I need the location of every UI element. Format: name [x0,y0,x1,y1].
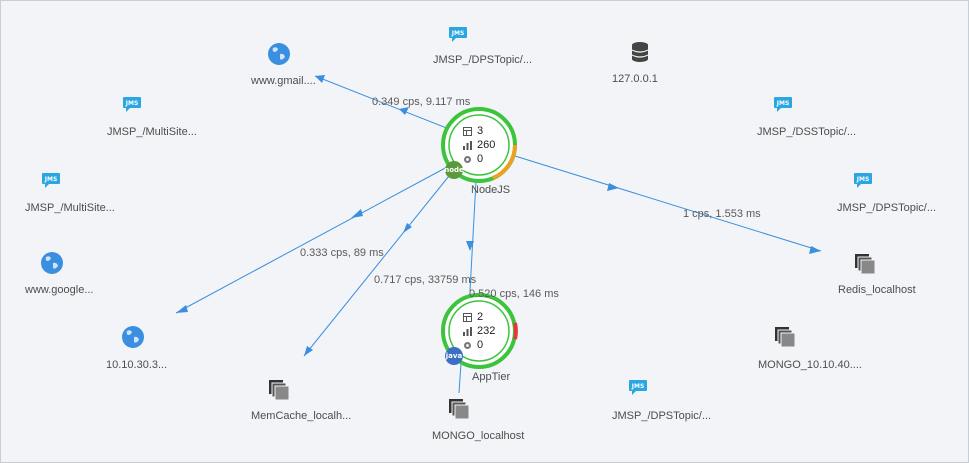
edge-arrow [403,223,412,233]
apptier-ring-err [513,322,518,340]
apptier-stat-throughput: 232 [463,325,495,337]
nodejs-ring-inner [448,114,510,176]
jms-icon[interactable]: JMS [41,172,61,189]
jms-icon-text: JMS [856,176,870,183]
node-nodejs[interactable]: 3 260 0 node [443,109,515,181]
edge-arrow [351,209,363,218]
apptier-stat-errors: 0 [463,339,483,351]
jms-icon-text: JMS [631,383,645,390]
node-apptier[interactable]: 2 232 0 java [443,295,515,367]
edge-arrow [607,183,619,191]
nodejs-logo-icon: node [444,161,464,179]
edge-arrow [304,346,313,356]
node-label-gmail[interactable]: www.gmail.... [251,75,316,87]
service-stack-icon[interactable] [447,397,471,421]
bar-chart-icon [463,140,472,150]
apptier-stat-calls: 2 [463,311,483,323]
globe-icon[interactable] [121,325,145,349]
jms-icon[interactable]: JMS [853,172,873,189]
java-logo-icon: java [445,347,463,365]
node-label-mongo-10[interactable]: MONGO_10.10.40.... [758,359,862,371]
edge-to-mongo [458,362,462,394]
edge-to-memcache [303,170,454,357]
node-label-google[interactable]: www.google... [25,284,94,296]
apptier-stat3-value: 0 [477,339,484,351]
apptier-ring-inner [448,300,510,362]
node-label-127[interactable]: 127.0.0.1 [612,73,658,85]
apptier-ring-bg [443,295,515,367]
node-label-jms-dss[interactable]: JMSP_/DSSTopic/... [757,126,857,138]
service-stack-icon[interactable] [267,378,291,402]
database-icon[interactable] [631,41,649,63]
jms-icon[interactable]: JMS [122,96,142,113]
node-label-apptier[interactable]: AppTier [472,371,511,383]
edge-arrow [466,241,474,251]
edge-label-gmail: 0.349 cps, 9.117 ms [372,96,471,108]
bar-chart-icon [463,326,472,336]
jms-icon-text: JMS [776,100,790,107]
globe-icon[interactable] [267,42,291,66]
edge-arrow [315,75,325,83]
nodejs-ring-warn [492,144,517,180]
gear-icon [464,155,471,163]
apptier-stat2-value: 232 [477,325,496,337]
edge-label-redis: 1 cps, 1.553 ms [683,208,761,220]
jms-icon-text: JMS [44,176,58,183]
edge-to-ip [175,165,450,314]
nodejs-stat-throughput: 260 [463,139,495,151]
jms-icon[interactable]: JMS [628,379,648,396]
jms-icon[interactable]: JMS [773,96,793,113]
apptier-stat1-value: 2 [477,311,484,323]
gear-icon [464,341,471,349]
node-label-jms-dps-bottom[interactable]: JMSP_/DPSTopic/... [612,410,712,422]
edge-label-apptier: 0.520 cps, 146 ms [469,288,559,300]
edge-arrow [176,305,188,313]
node-label-jms-multisite-1[interactable]: JMSP_/MultiSite... [107,126,197,138]
nodejs-ring-bg [443,109,515,181]
service-stack-icon[interactable] [853,252,877,276]
node-label-redis[interactable]: Redis_localhost [838,284,916,296]
edge-label-ip: 0.333 cps, 89 ms [300,247,384,259]
nodejs-stat3-value: 0 [477,153,484,165]
edge-to-apptier [469,180,477,292]
globe-icon[interactable] [40,251,64,275]
edge-to-redis [514,155,822,252]
node-label-jms-multisite-2[interactable]: JMSP_/MultiSite... [25,202,115,214]
node-label-memcache[interactable]: MemCache_localh... [251,410,352,422]
node-label-ip[interactable]: 10.10.30.3... [106,359,168,371]
node-label-jms-dps-right[interactable]: JMSP_/DPSTopic/... [837,202,937,214]
node-label-mongo-localhost[interactable]: MONGO_localhost [432,430,525,442]
edge-arrow [399,107,409,115]
jms-icon-text: JMS [125,100,139,107]
nodejs-stat1-value: 3 [477,125,484,137]
node-label-nodejs[interactable]: NodeJS [471,184,511,196]
nodejs-stat-calls: 3 [463,125,483,137]
edge-to-gmail [314,75,450,130]
service-stack-icon[interactable] [773,325,797,349]
nodejs-stat-errors: 0 [463,153,483,165]
node-label-jms-dps-top[interactable]: JMSP_/DPSTopic/... [433,54,533,66]
jms-icon-text: JMS [451,30,465,37]
edge-label-memcache: 0.717 cps, 33759 ms [374,274,477,286]
edge-arrow [809,246,821,254]
jms-icon[interactable]: JMS [448,26,468,43]
table-icon [463,312,472,322]
table-icon [463,126,472,136]
nodejs-stat2-value: 260 [477,139,496,151]
